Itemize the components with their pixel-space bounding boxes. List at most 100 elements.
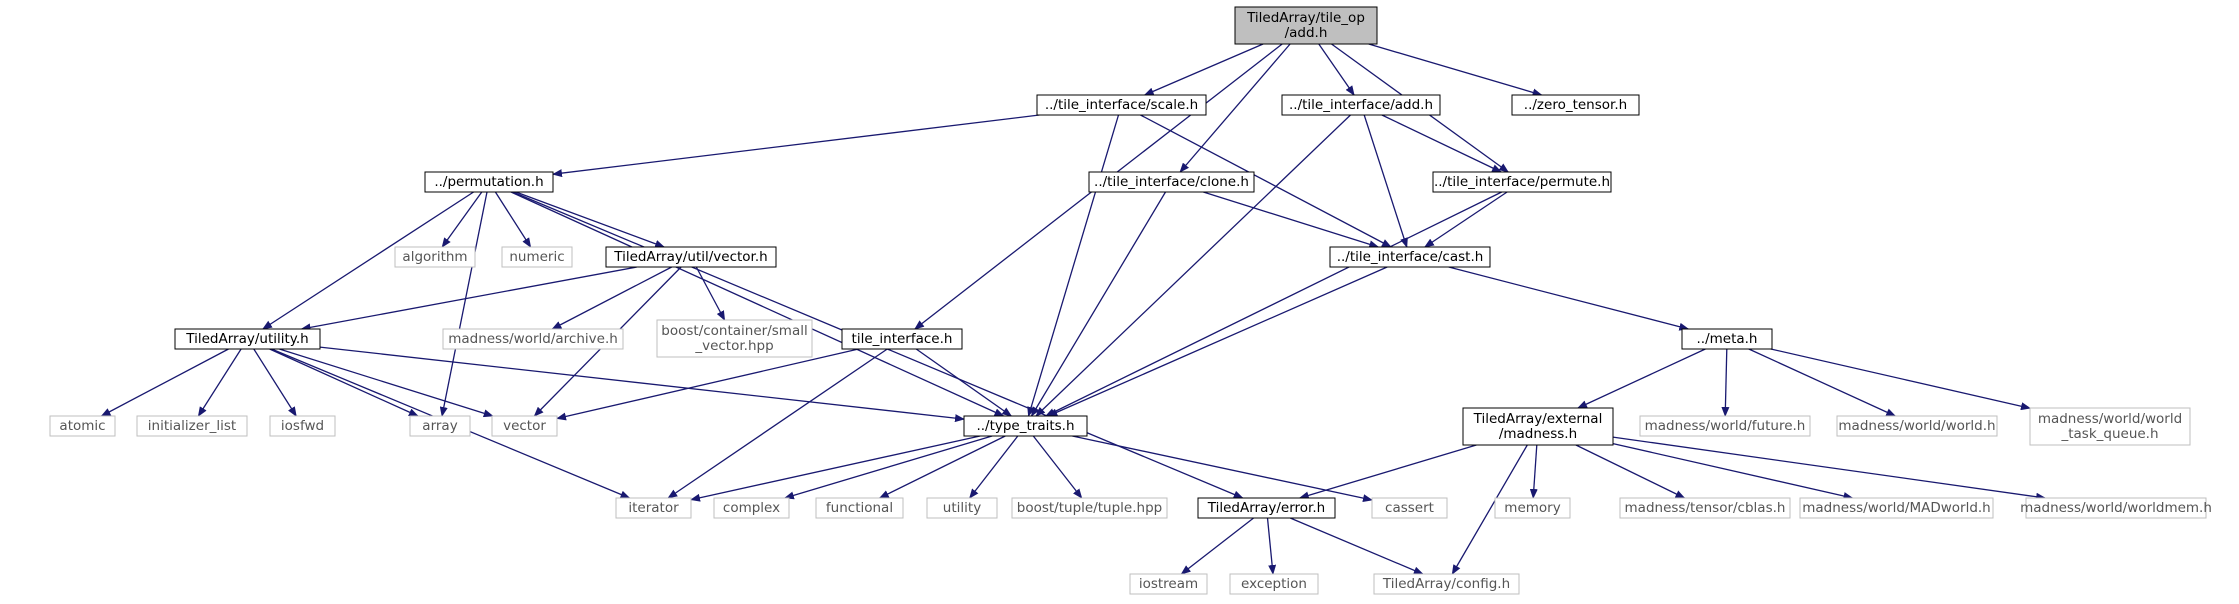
node-label: initializer_list xyxy=(148,418,236,434)
node-madworld: madness/world/MADworld.h xyxy=(1799,497,1994,519)
edge-ext_madness-to-madworld xyxy=(1612,442,1854,500)
edge-meta-to-ext_madness xyxy=(1577,348,1706,409)
edge-type_traits-to-utility xyxy=(969,435,1019,499)
node-label: madness/world/world.h xyxy=(1838,418,1995,434)
node-box xyxy=(1799,497,1994,519)
node-exception: exception xyxy=(1229,573,1319,595)
node-label: /madness.h xyxy=(1499,426,1577,442)
node-box xyxy=(394,246,476,268)
edge-error-to-exception xyxy=(1266,517,1277,575)
node-config: TiledArray/config.h xyxy=(1373,573,1520,595)
edge-ti_clone-to-ti_cast xyxy=(1203,191,1380,249)
node-box xyxy=(442,328,624,350)
edge-ti_cast-to-meta xyxy=(1448,266,1690,331)
node-cblas: madness/tensor/cblas.h xyxy=(1619,497,1791,519)
edge-root-to-ti_add xyxy=(1318,43,1355,96)
node-util_vector[interactable]: TiledArray/util/vector.h xyxy=(605,246,777,268)
edge-tile_interface-to-iterator xyxy=(667,348,888,499)
node-label: atomic xyxy=(59,418,105,434)
node-box xyxy=(1011,497,1168,519)
edge-ti_add-to-ti_cast xyxy=(1363,114,1408,248)
node-box xyxy=(2025,497,2207,519)
nodes-layer: TiledArray/tile_op/add.h ../tile_interfac… xyxy=(49,6,2212,595)
edge-meta-to-mw_task_queue xyxy=(1770,348,2031,411)
node-mw_archive: madness/world/archive.h xyxy=(442,328,624,350)
node-box xyxy=(1681,328,1773,350)
node-ti_add[interactable]: ../tile_interface/add.h xyxy=(1281,94,1441,116)
node-box xyxy=(713,497,790,519)
node-box xyxy=(269,415,336,437)
edge-error-to-iostream xyxy=(1180,517,1254,575)
node-initializer_list: initializer_list xyxy=(136,415,248,437)
node-tuple: boost/tuple/tuple.hpp xyxy=(1011,497,1168,519)
node-box xyxy=(815,497,904,519)
node-label: cassert xyxy=(1385,500,1434,516)
node-label: TiledArray/tile_op xyxy=(1246,10,1365,26)
edge-ti_scale-to-type_traits xyxy=(1027,114,1120,417)
node-label: madness/world/archive.h xyxy=(448,331,618,347)
node-ext_madness[interactable]: TiledArray/external/madness.h xyxy=(1462,407,1614,446)
node-box xyxy=(136,415,248,437)
node-label: _vector.hpp xyxy=(694,338,773,354)
node-box xyxy=(1462,407,1614,446)
node-box xyxy=(1036,94,1207,116)
node-label: ../tile_interface/scale.h xyxy=(1045,97,1198,113)
node-meta[interactable]: ../meta.h xyxy=(1681,328,1773,350)
node-tile_interface[interactable]: tile_interface.h xyxy=(841,328,963,350)
node-label: array xyxy=(422,418,457,434)
node-box xyxy=(615,497,692,519)
node-box xyxy=(963,415,1088,437)
node-box xyxy=(1836,415,1998,437)
edge-error-to-config xyxy=(1289,517,1424,575)
node-zero_tensor[interactable]: ../zero_tensor.h xyxy=(1511,94,1640,116)
edge-root-to-zero_tensor xyxy=(1368,43,1543,97)
node-utility: utility xyxy=(926,497,998,519)
node-memory: memory xyxy=(1494,497,1571,519)
node-root[interactable]: TiledArray/tile_op/add.h xyxy=(1234,6,1378,45)
node-array: array xyxy=(409,415,471,437)
node-box xyxy=(656,319,813,358)
node-label: ../type_traits.h xyxy=(976,418,1074,434)
node-ti_scale[interactable]: ../tile_interface/scale.h xyxy=(1036,94,1207,116)
node-ti_clone[interactable]: ../tile_interface/clone.h xyxy=(1088,171,1255,193)
node-iosfwd: iosfwd xyxy=(269,415,336,437)
edge-ti_add-to-ti_permute xyxy=(1381,114,1503,173)
node-algorithm: algorithm xyxy=(394,246,476,268)
edge-permutation-to-type_traits xyxy=(510,191,1005,417)
node-box xyxy=(1329,246,1491,268)
node-label: madness/world/MADworld.h xyxy=(1802,500,1991,516)
node-utility_h[interactable]: TiledArray/utility.h xyxy=(174,328,321,350)
node-error[interactable]: TiledArray/error.h xyxy=(1197,497,1336,519)
edge-util_vector-to-small_vector xyxy=(695,266,726,321)
edge-type_traits-to-functional xyxy=(878,435,1006,499)
edge-type_traits-to-cassert xyxy=(1072,435,1373,503)
edge-ti_scale-to-permutation xyxy=(552,114,1040,178)
node-box xyxy=(1432,171,1612,193)
node-label: TiledArray/error.h xyxy=(1207,500,1325,516)
edge-meta-to-mw_future xyxy=(1721,348,1730,417)
node-label: functional xyxy=(826,500,893,516)
edge-permutation-to-array xyxy=(439,191,488,417)
node-ti_permute[interactable]: ../tile_interface/permute.h xyxy=(1432,171,1612,193)
node-box xyxy=(1229,573,1319,595)
edge-ext_madness-to-memory xyxy=(1529,444,1538,499)
node-label: iosfwd xyxy=(281,418,324,434)
node-vector: vector xyxy=(491,415,558,437)
edge-util_vector-to-utility_h xyxy=(300,266,638,332)
node-small_vector: boost/container/small_vector.hpp xyxy=(656,319,813,358)
node-box xyxy=(424,171,554,193)
node-label: ../zero_tensor.h xyxy=(1524,97,1627,113)
node-label: /add.h xyxy=(1285,25,1328,41)
node-label: vector xyxy=(503,418,546,434)
edge-type_traits-to-iterator xyxy=(690,435,981,502)
edge-permutation-to-utility_h xyxy=(262,191,474,330)
edge-ti_permute-to-type_traits xyxy=(1044,191,1502,417)
node-label: memory xyxy=(1504,500,1560,516)
node-atomic: atomic xyxy=(49,415,116,437)
node-ti_cast[interactable]: ../tile_interface/cast.h xyxy=(1329,246,1491,268)
node-permutation[interactable]: ../permutation.h xyxy=(424,171,554,193)
edge-utility_h-to-initializer_list xyxy=(197,348,242,417)
node-box xyxy=(1197,497,1336,519)
node-box xyxy=(49,415,116,437)
node-type_traits[interactable]: ../type_traits.h xyxy=(963,415,1088,437)
